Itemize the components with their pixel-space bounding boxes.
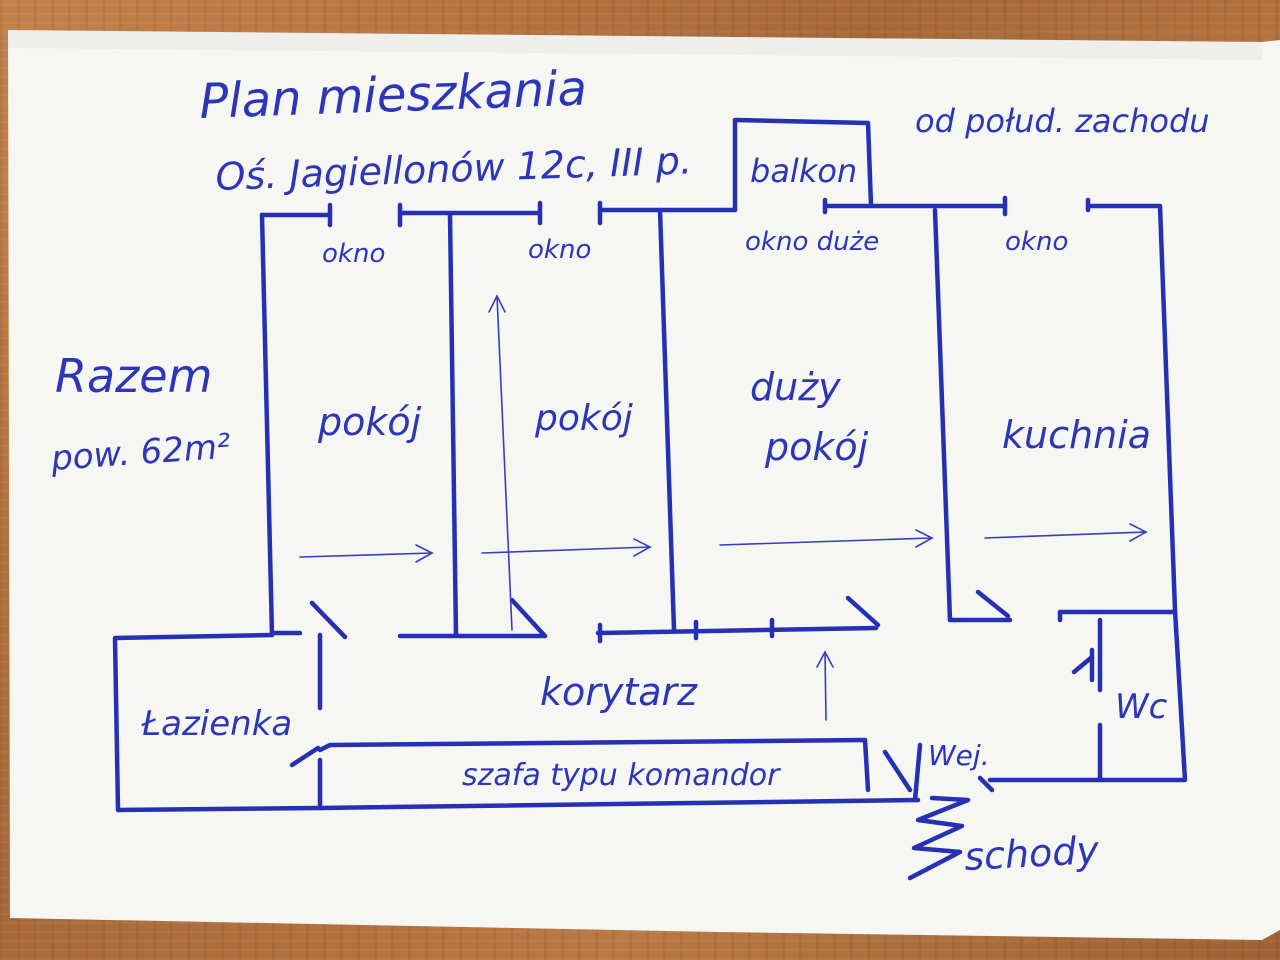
living-room-label-line2: pokój xyxy=(764,425,869,469)
walls xyxy=(112,117,1188,813)
orientation-note: od połud. zachodu xyxy=(915,102,1210,140)
paper-sheet xyxy=(8,30,1280,940)
door-swings xyxy=(289,589,1095,803)
window-label-1: okno xyxy=(322,239,385,269)
stairs-zigzag xyxy=(907,795,971,881)
wardrobe-label: szafa typu komandor xyxy=(462,758,781,793)
window-label-3: okno duże xyxy=(745,227,879,257)
window-label-4: okno xyxy=(1005,227,1068,257)
plan-title: Plan mieszkania xyxy=(198,60,587,129)
kitchen-label: kuchnia xyxy=(1002,413,1151,457)
direction-arrows xyxy=(299,294,1148,721)
bathroom-label: Łazienka xyxy=(141,704,292,744)
room-label-2: pokój xyxy=(534,398,633,439)
stairs-label: schody xyxy=(963,828,1100,879)
balcony-label: balkon xyxy=(750,152,857,190)
window-label-2: okno xyxy=(528,235,591,265)
wc-label: Wc xyxy=(1115,687,1168,727)
room-label-1: pokój xyxy=(317,400,422,444)
entrance-label: Wej. xyxy=(928,739,990,772)
living-room-label-line1: duży xyxy=(750,365,841,409)
total-label: Razem xyxy=(55,349,212,403)
corridor-label: korytarz xyxy=(540,670,698,714)
